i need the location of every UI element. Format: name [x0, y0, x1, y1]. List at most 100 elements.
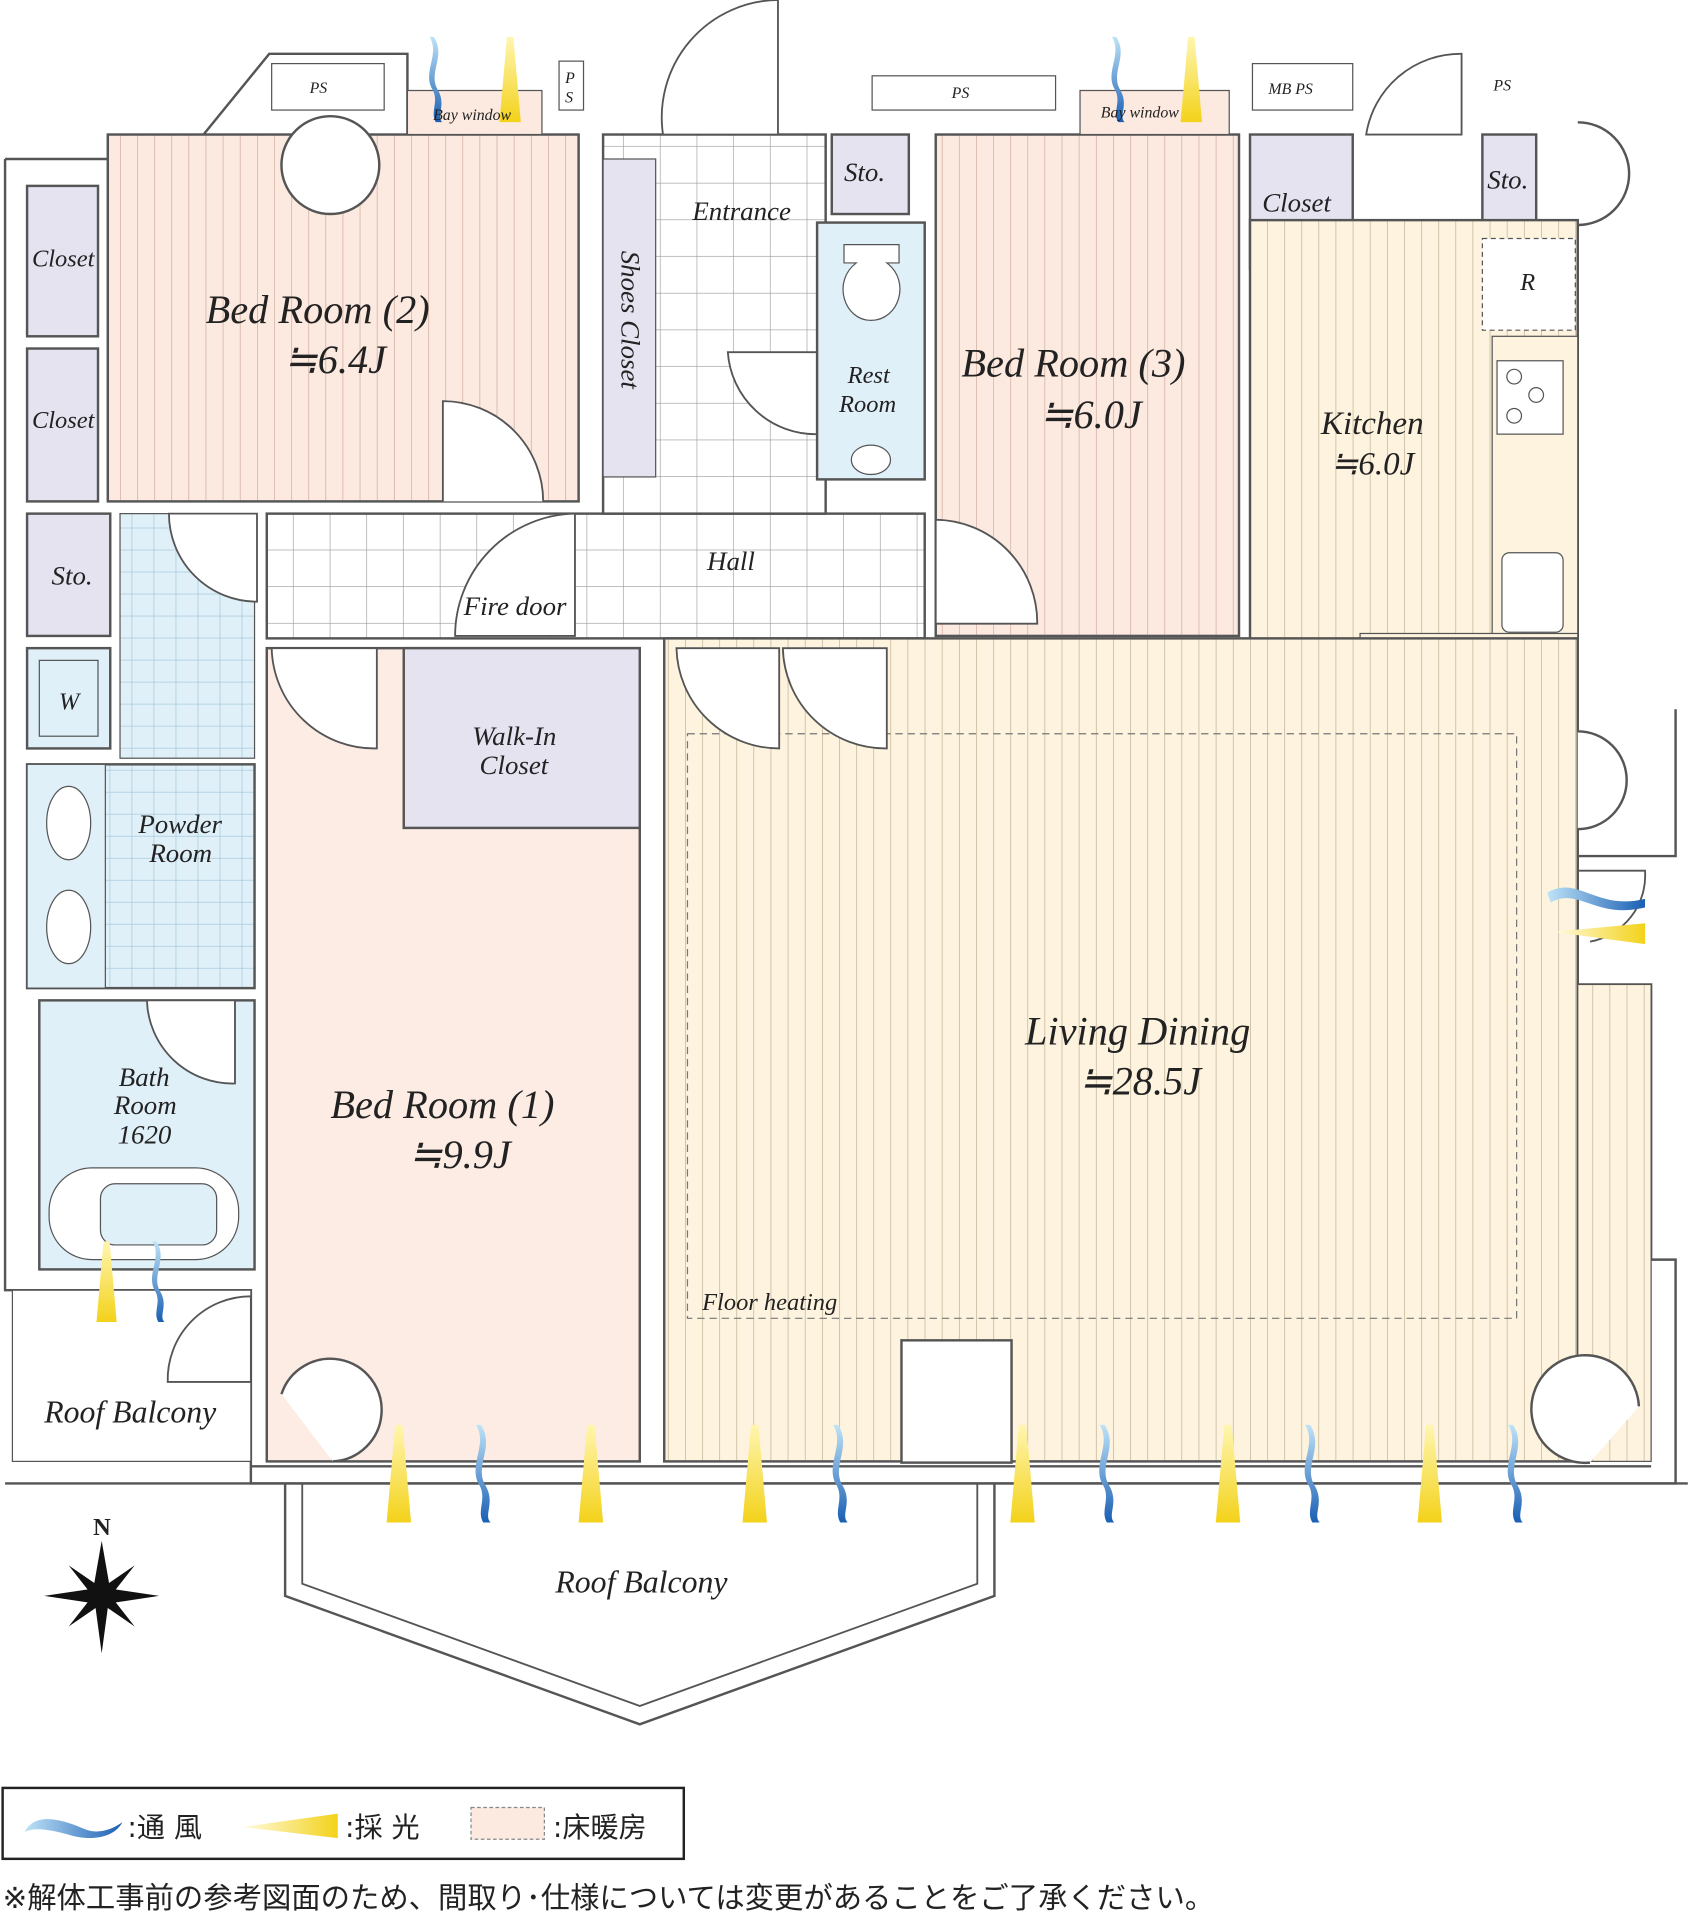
walk-in-closet-label: Closet: [480, 750, 550, 780]
stove-icon: [1496, 360, 1564, 435]
storage-label: Sto.: [52, 561, 93, 591]
powder-room-label: Room: [148, 838, 212, 868]
rest-room-label: Room: [838, 391, 896, 418]
bath-room-size: 1620: [118, 1119, 172, 1149]
bedroom-1-name: Bed Room (1): [330, 1082, 554, 1127]
service-door[interactable]: [1365, 52, 1463, 136]
walk-in-closet: [402, 646, 641, 830]
door-bedroom-2[interactable]: [441, 400, 545, 502]
ps-box-1: [271, 62, 385, 111]
bath-room-label: Room: [113, 1090, 177, 1120]
light-icon: [1180, 36, 1203, 123]
hall-floor: [265, 512, 926, 640]
bay-window-label: Bay window: [433, 107, 511, 124]
living-dining-name: Living Dining: [1024, 1008, 1250, 1053]
mb-ps-label: MB PS: [1267, 81, 1313, 98]
living-dining-size: ≒28.5J: [1079, 1059, 1203, 1104]
fridge-label: R: [1519, 269, 1535, 296]
bedroom-3-size: ≒6.0J: [1040, 392, 1144, 437]
rest-room-label: Rest: [847, 362, 891, 389]
kitchen-size: ≒6.0J: [1331, 446, 1416, 482]
washer-label: W: [59, 688, 82, 715]
north-compass-icon: N: [44, 1514, 160, 1654]
powder-room-label: Powder: [137, 809, 222, 839]
shoes-closet: [602, 158, 657, 478]
fire-door-label: Fire door: [463, 591, 567, 621]
bath-room-label: Bath: [119, 1062, 170, 1092]
hall-label: Hall: [706, 546, 755, 576]
legend-wind-label: :通 風: [127, 1811, 202, 1844]
door-living-left[interactable]: [675, 647, 781, 750]
bedroom-2-name: Bed Room (2): [206, 287, 430, 332]
legend: :通 風 :採 光 :床暖房: [1, 1786, 686, 1861]
bedroom-1-size: ≒9.9J: [409, 1132, 513, 1177]
north-label: N: [93, 1514, 111, 1541]
sink-icon: [46, 889, 92, 965]
ps-label: PS: [1492, 77, 1511, 94]
door-powder[interactable]: [168, 512, 258, 603]
storage-2: [830, 133, 911, 216]
floor-heating-area: [686, 733, 1518, 1319]
floor-heating-label: Floor heating: [701, 1289, 837, 1316]
door-bedroom-3[interactable]: [934, 518, 1039, 625]
column: [1577, 121, 1631, 227]
door-living-right[interactable]: [781, 647, 888, 750]
bedroom-2-size: ≒6.4J: [284, 337, 388, 382]
door-restroom[interactable]: [726, 351, 819, 436]
roof-balcony-bottom-inner: [301, 1483, 979, 1707]
wind-icon: [24, 1819, 123, 1839]
closet-2: [25, 347, 100, 503]
entrance-label: Entrance: [691, 196, 791, 226]
roof-balcony-label: Roof Balcony: [554, 1564, 728, 1599]
fridge-space: [1481, 237, 1576, 331]
fire-door[interactable]: [454, 512, 576, 637]
storage-1: [25, 512, 112, 638]
door-bath[interactable]: [145, 999, 236, 1085]
floor-heating-swatch: [470, 1806, 545, 1840]
closet-1: [25, 184, 100, 338]
burner-icon: [1506, 368, 1523, 385]
living-dining-floor: [663, 637, 1579, 1463]
mb-ps-box: [1251, 62, 1354, 111]
toilet-icon: [842, 243, 901, 322]
bathtub-inner: [99, 1183, 218, 1246]
legend-heating-label: :床暖房: [553, 1811, 647, 1844]
ps-label: PS: [951, 85, 970, 102]
light-icon: [242, 1813, 338, 1839]
closet-label: Closet: [1262, 188, 1332, 218]
column: [1530, 1354, 1641, 1465]
footnote: ※解体工事前の参考図面のため、間取り･仕様については変更があることをご了承くださ…: [3, 1881, 1215, 1915]
washer-space: [25, 646, 112, 750]
bay-window-label: Bay window: [1101, 104, 1179, 121]
burner-icon: [1528, 387, 1545, 403]
shoes-closet-label: Shoes Closet: [615, 251, 645, 391]
roof-balcony-bottom: [283, 1483, 996, 1726]
entrance-door[interactable]: [660, 0, 779, 136]
washer-icon: [38, 659, 99, 737]
walk-in-closet-label: Walk-In: [472, 721, 556, 751]
storage-3: [1481, 133, 1538, 224]
kitchen-name: Kitchen: [1320, 406, 1424, 442]
wind-icon: [1547, 887, 1646, 911]
airflow-markers: [96, 36, 1646, 1523]
rest-room-floor: [815, 221, 926, 481]
ps-box-small: [558, 60, 585, 111]
roof-balcony-label: Roof Balcony: [43, 1394, 217, 1429]
ps-label: P: [564, 70, 575, 87]
bedroom-3-name: Bed Room (3): [961, 341, 1185, 386]
pillar: [900, 1339, 1013, 1464]
column: [1577, 730, 1628, 831]
kitchen-sink-icon: [1501, 552, 1564, 633]
storage-label: Sto.: [1487, 164, 1528, 194]
storage-label: Sto.: [844, 157, 885, 187]
door-balcony[interactable]: [166, 1295, 252, 1383]
closet-label: Closet: [32, 407, 96, 434]
column: [280, 1357, 383, 1463]
light-icon: [1553, 923, 1646, 945]
burner-icon: [1506, 407, 1523, 424]
ps-label: PS: [309, 80, 328, 97]
door-bedroom-1[interactable]: [270, 647, 378, 750]
column: [280, 114, 381, 216]
handsink-icon: [850, 444, 892, 476]
